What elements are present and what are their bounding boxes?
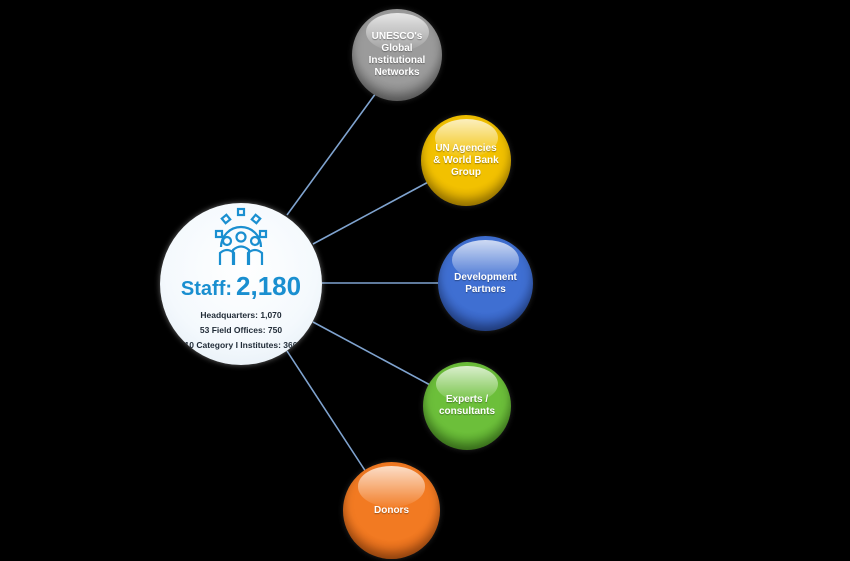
node-donors: Donors	[343, 462, 440, 559]
connector-unesco	[286, 92, 377, 216]
staff-value: 2,180	[236, 271, 302, 301]
node-un-agencies: UN Agencies & World Bank Group	[421, 115, 511, 206]
node-development-partners: Development Partners	[438, 236, 533, 331]
node-experts-consultants: Experts / consultants	[423, 362, 511, 450]
staff-hub-circle: Staff:2,180 Headquarters: 1,070 53 Field…	[160, 203, 322, 365]
connector-experts	[312, 321, 433, 387]
staff-gear-people-icon	[214, 207, 268, 265]
staff-total: Staff:2,180	[160, 271, 322, 302]
node-label: Experts / consultants	[438, 394, 496, 417]
field-offices-line: 53 Field Offices: 750	[199, 325, 283, 335]
connector-donors	[286, 350, 367, 473]
institutes-line: 10 Category I Institutes: 360	[184, 340, 298, 350]
node-label: Development Partners	[454, 271, 517, 295]
headquarters-line: Headquarters: 1,070	[200, 310, 282, 320]
connector-un-agencies	[312, 179, 433, 245]
node-unesco-networks: UNESCO's Global Institutional Networks	[352, 9, 442, 101]
node-label: Donors	[374, 504, 409, 516]
node-label: UN Agencies & World Bank Group	[433, 142, 499, 178]
node-label: UNESCO's Global Institutional Networks	[368, 31, 426, 78]
staff-label: Staff:	[180, 278, 233, 300]
